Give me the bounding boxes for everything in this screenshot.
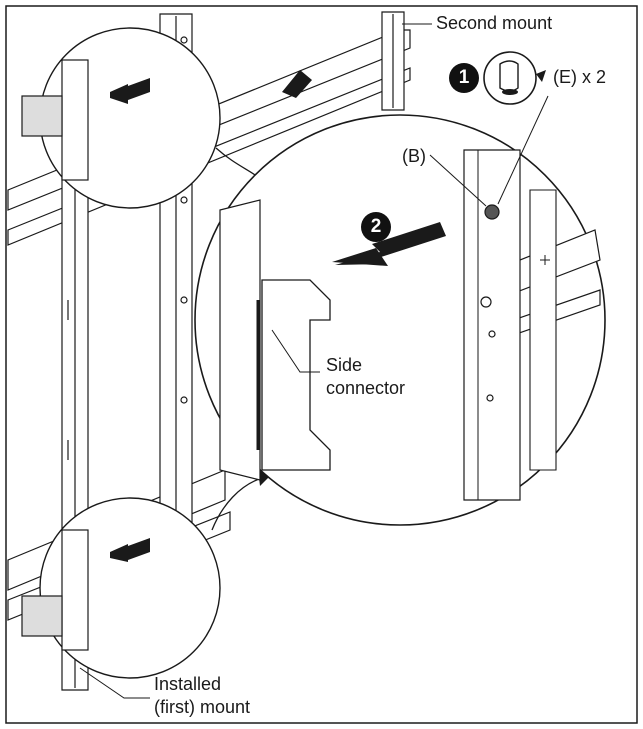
bottom-zoom-circle bbox=[21, 497, 221, 679]
direction-arrow-icon bbox=[335, 222, 446, 265]
detail-zoom-circle bbox=[194, 114, 606, 526]
leader-side-connector bbox=[271, 329, 320, 373]
slide-arrow-icon bbox=[282, 70, 312, 98]
second-mount-upright bbox=[381, 11, 405, 111]
top-zoom-circle bbox=[21, 27, 221, 209]
leader-screw-b bbox=[429, 154, 487, 207]
leader-installed-mount bbox=[79, 667, 150, 699]
label-side-connector-line1: Side bbox=[326, 355, 363, 375]
leader-screw-e bbox=[497, 95, 549, 205]
label-installed-line2: (first) mount bbox=[154, 697, 251, 717]
label-installed-line1: Installed bbox=[154, 674, 222, 694]
label-second-mount: Second mount bbox=[436, 13, 553, 33]
step-1-badge: 1 bbox=[449, 63, 479, 93]
label-side-connector-line2: connector bbox=[326, 378, 406, 398]
label-screw-b: (B) bbox=[402, 146, 426, 166]
label-screw-e: (E) x 2 bbox=[553, 67, 607, 87]
step-2-badge: 2 bbox=[361, 212, 391, 242]
rotate-screw-icon bbox=[483, 51, 546, 105]
callout-arrow-bottom bbox=[211, 477, 263, 531]
callout-arrowhead-bottom bbox=[258, 470, 270, 486]
